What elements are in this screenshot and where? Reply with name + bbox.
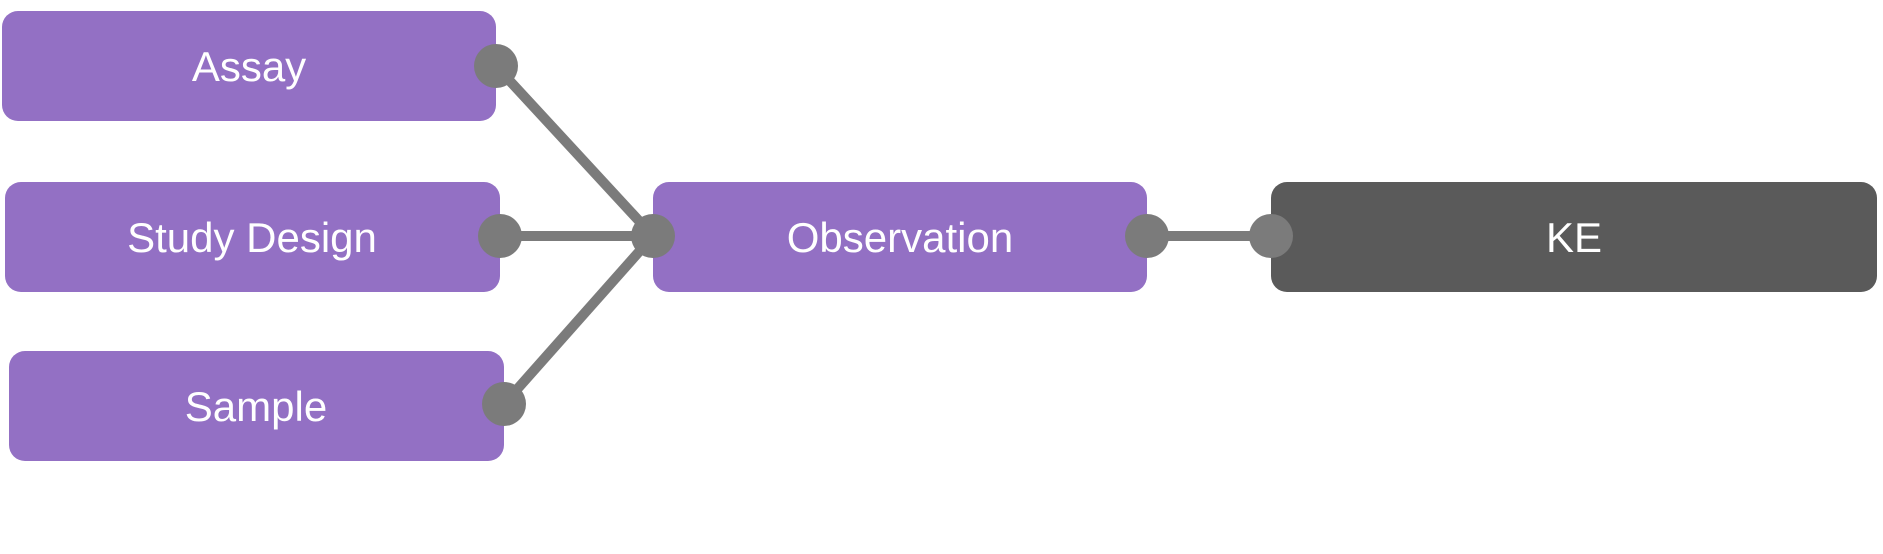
node-assay[interactable]: Assay xyxy=(2,11,496,121)
port-study-design-out[interactable] xyxy=(478,214,522,258)
ports xyxy=(474,44,1293,426)
port-ke-in[interactable] xyxy=(1249,214,1293,258)
node-sample-label: Sample xyxy=(185,383,327,430)
port-observation-out[interactable] xyxy=(1125,214,1169,258)
node-ke-label: KE xyxy=(1546,214,1602,261)
port-sample-out[interactable] xyxy=(482,382,526,426)
node-sample[interactable]: Sample xyxy=(9,351,504,461)
node-study-design[interactable]: Study Design xyxy=(5,182,500,292)
node-study-design-label: Study Design xyxy=(127,214,377,261)
node-assay-label: Assay xyxy=(192,43,306,90)
edge-sample-observation xyxy=(500,232,657,408)
port-observation-in[interactable] xyxy=(631,214,675,258)
node-observation-label: Observation xyxy=(787,214,1013,261)
port-assay-out[interactable] xyxy=(474,44,518,88)
node-observation[interactable]: Observation xyxy=(653,182,1147,292)
node-ke[interactable]: KE xyxy=(1271,182,1877,292)
edge-assay-observation xyxy=(492,62,657,240)
